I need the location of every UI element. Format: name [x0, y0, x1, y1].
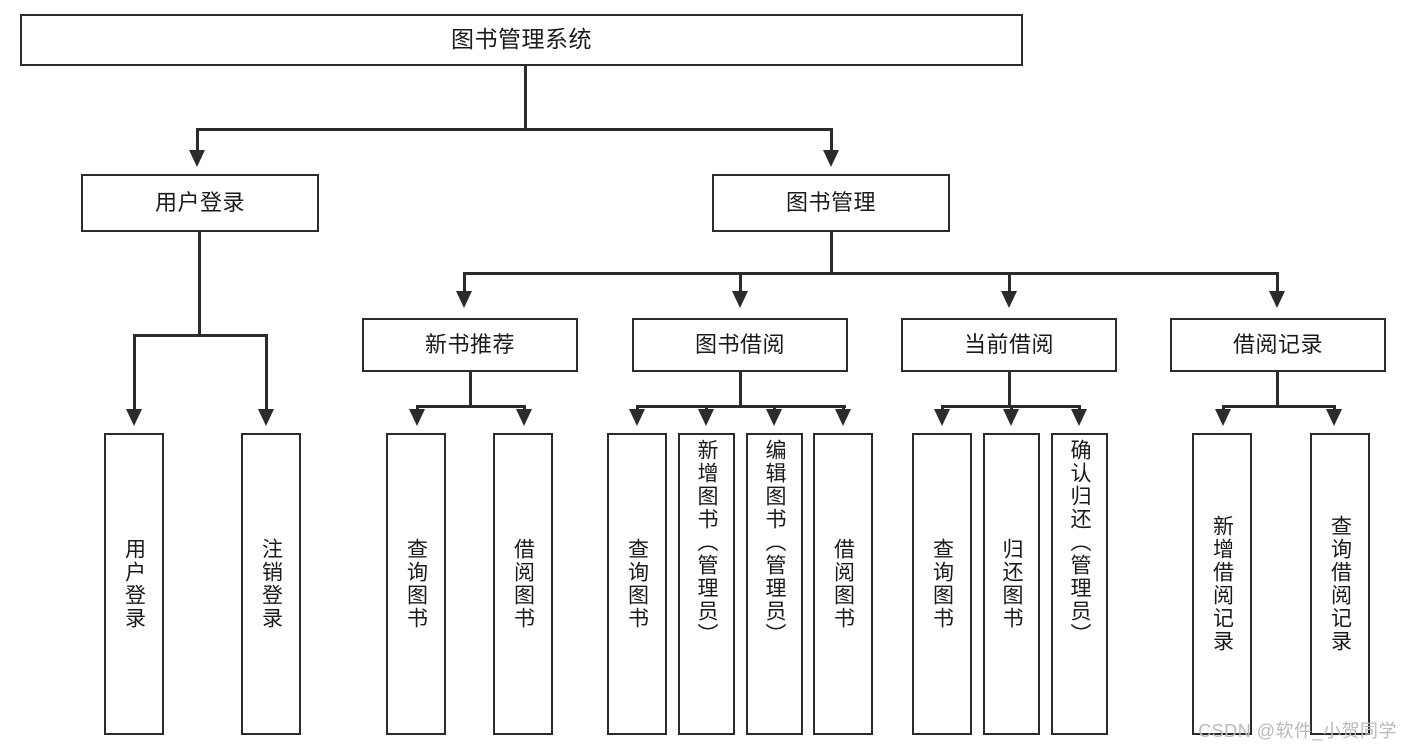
node-label: 归还图书: [1000, 538, 1023, 630]
connector-login-stem: [198, 232, 201, 336]
leaf-add-book-admin[interactable]: 新增图书（管理员）: [678, 433, 735, 735]
connector-login-to-leaf1: [133, 334, 136, 412]
node-new-book-recommendation[interactable]: 新书推荐: [362, 318, 578, 372]
connector-bookmgmt-stem: [830, 232, 833, 274]
node-label: 注销登录: [259, 538, 283, 630]
connector-bookmgmt-to-newbook: [463, 272, 466, 294]
node-label: 用户登录: [154, 190, 245, 216]
node-label: 借阅图书: [831, 538, 855, 630]
arrow-record-to-leaf12: [1215, 409, 1231, 426]
arrow-current-to-leaf9: [934, 409, 950, 426]
node-label: 当前借阅: [963, 332, 1054, 358]
leaf-confirm-return-admin[interactable]: 确认归还（管理员）: [1051, 433, 1108, 735]
node-current-borrow[interactable]: 当前借阅: [901, 318, 1117, 372]
node-label: 查询图书: [404, 538, 428, 630]
node-book-management[interactable]: 图书管理: [712, 174, 950, 232]
arrow-borrow-to-leaf8: [835, 409, 851, 426]
arrow-login-to-leaf2: [258, 409, 274, 426]
connector-root-stem: [524, 66, 527, 130]
connector-current-stem: [1008, 372, 1011, 407]
connector-bookmgmt-bar: [463, 272, 1278, 275]
node-label: 借阅记录: [1232, 332, 1323, 358]
node-label: 查询借阅记录: [1328, 515, 1352, 653]
node-label: 新书推荐: [424, 332, 515, 358]
node-root-book-management-system[interactable]: 图书管理系统: [20, 14, 1023, 66]
arrow-bookmgmt-to-borrow: [732, 291, 748, 308]
connector-borrow-bar: [636, 405, 846, 408]
node-label: 新增借阅记录: [1210, 515, 1234, 653]
connector-newbook-stem: [469, 372, 472, 407]
leaf-user-login[interactable]: 用户登录: [104, 433, 164, 735]
connector-newbook-bar: [416, 405, 525, 408]
arrow-newbook-to-leaf4: [516, 409, 532, 426]
connector-bookmgmt-to-record: [1276, 272, 1279, 294]
leaf-logout[interactable]: 注销登录: [241, 433, 301, 735]
node-user-login[interactable]: 用户登录: [81, 174, 319, 232]
arrow-newbook-to-leaf3: [409, 409, 425, 426]
node-borrow-record[interactable]: 借阅记录: [1170, 318, 1386, 372]
node-label: 编辑图书（管理员）: [763, 439, 786, 646]
connector-login-to-leaf2: [265, 334, 268, 412]
leaf-add-borrow-record[interactable]: 新增借阅记录: [1192, 433, 1252, 735]
arrow-root-to-book-mgmt: [823, 150, 839, 167]
leaf-borrow-book[interactable]: 借阅图书: [813, 433, 873, 735]
arrow-borrow-to-leaf6: [698, 409, 714, 426]
arrow-bookmgmt-to-newbook: [456, 291, 472, 308]
arrow-borrow-to-leaf7: [766, 409, 782, 426]
connector-bookmgmt-to-current: [1008, 272, 1011, 294]
leaf-query-book-borrow[interactable]: 查询图书: [607, 433, 667, 735]
arrow-record-to-leaf13: [1326, 409, 1342, 426]
node-label: 用户登录: [122, 538, 146, 630]
arrow-bookmgmt-to-current: [1001, 291, 1017, 308]
connector-bookmgmt-to-borrow: [739, 272, 742, 294]
connector-record-bar: [1222, 405, 1335, 408]
connector-root-bar: [196, 128, 832, 131]
connector-root-to-book-mgmt: [830, 128, 833, 154]
node-label: 图书借阅: [694, 332, 785, 358]
node-label: 查询图书: [625, 538, 649, 630]
connector-root-to-login: [196, 128, 199, 154]
node-label: 新增图书（管理员）: [695, 439, 718, 646]
arrow-bookmgmt-to-record: [1269, 291, 1285, 308]
arrow-login-to-leaf1: [126, 409, 142, 426]
node-label: 借阅图书: [511, 538, 535, 630]
node-book-borrow[interactable]: 图书借阅: [632, 318, 848, 372]
arrow-current-to-leaf11: [1071, 409, 1087, 426]
arrow-current-to-leaf10: [1003, 409, 1019, 426]
leaf-query-book-current[interactable]: 查询图书: [912, 433, 972, 735]
node-label: 图书管理: [785, 190, 876, 216]
leaf-query-book-newrec[interactable]: 查询图书: [386, 433, 446, 735]
node-label: 查询图书: [930, 538, 954, 630]
arrow-root-to-login: [189, 150, 205, 167]
arrow-borrow-to-leaf5: [629, 409, 645, 426]
node-label: 确认归还（管理员）: [1068, 439, 1091, 646]
leaf-borrow-book-newrec[interactable]: 借阅图书: [493, 433, 553, 735]
leaf-return-book[interactable]: 归还图书: [983, 433, 1040, 735]
connector-borrow-stem: [739, 372, 742, 407]
leaf-edit-book-admin[interactable]: 编辑图书（管理员）: [746, 433, 803, 735]
connector-record-stem: [1276, 372, 1279, 407]
connector-login-bar: [133, 334, 267, 337]
node-label: 图书管理系统: [451, 26, 592, 53]
leaf-query-borrow-record[interactable]: 查询借阅记录: [1310, 433, 1370, 735]
watermark-text: CSDN @软件_小贺同学: [1198, 721, 1397, 741]
